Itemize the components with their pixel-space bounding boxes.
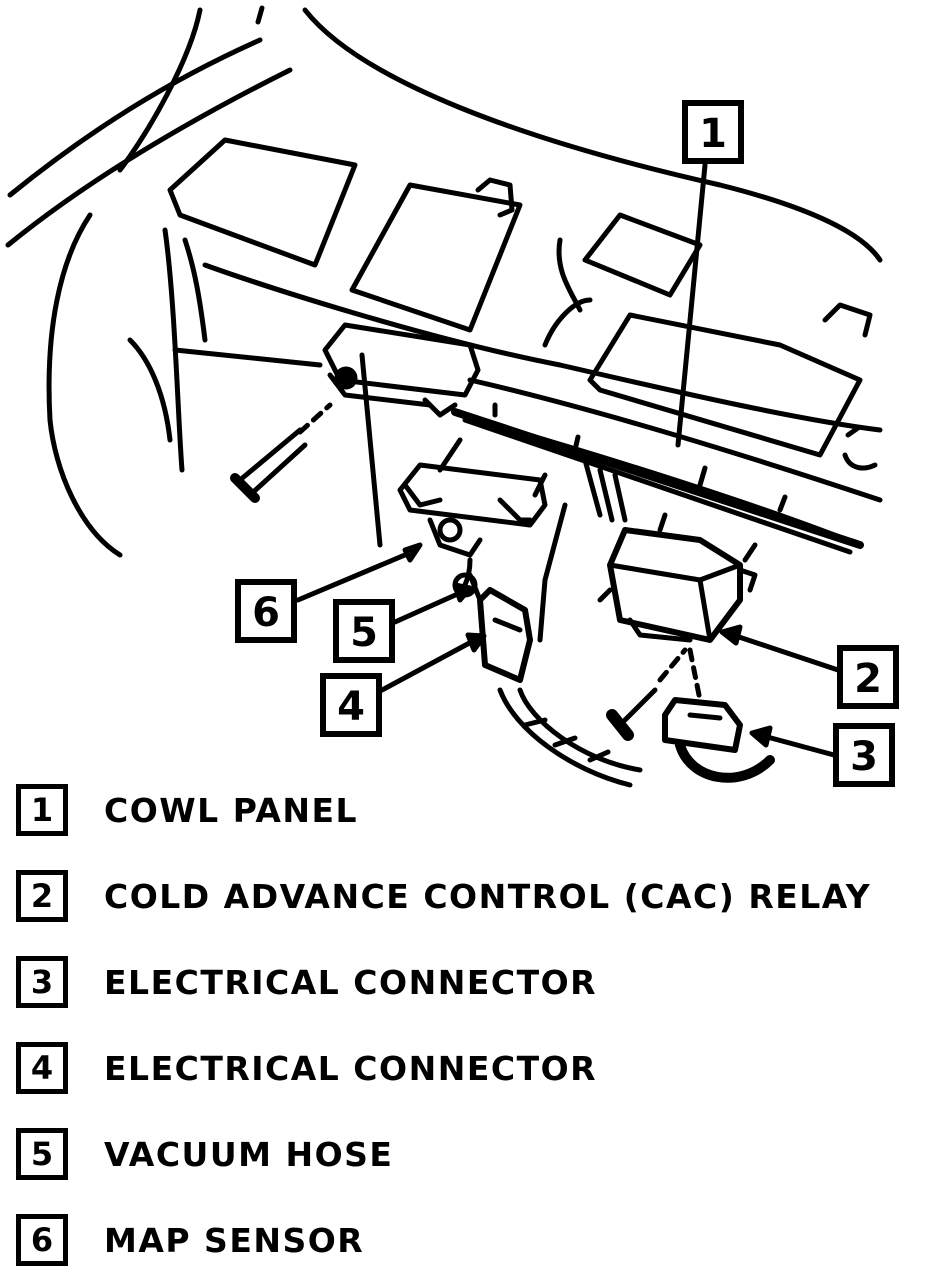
svg-text:1: 1 [699,111,727,157]
diagram-drawing: 1 6 5 4 2 3 [5,5,899,788]
legend-item: 3 ELECTRICAL CONNECTOR [16,950,597,1014]
callout-3: 3 [833,723,895,787]
wiring-harness [451,402,864,643]
map-sensor-bracket [322,322,481,548]
legend-label: ELECTRICAL CONNECTOR [104,1048,598,1088]
parts-legend: 1 COWL PANEL 2 COLD ADVANCE CONTROL (CAC… [0,770,928,1272]
legend-number: 4 [16,1042,68,1094]
svg-text:4: 4 [337,684,365,730]
legend-label: COWL PANEL [104,790,359,830]
relay-electrical-connector [662,647,775,783]
map-sensor [397,437,548,558]
legend-number: 3 [16,956,68,1008]
callout-4: 4 [320,673,382,737]
callout-leaders [295,162,841,758]
cac-relay [597,527,758,643]
legend-number: 2 [16,870,68,922]
legend-number: 6 [16,1214,68,1266]
cowl-panel-outline [5,5,883,558]
legend-label: MAP SENSOR [104,1220,365,1260]
mounting-bolt-left [230,402,333,503]
relay-bolt [606,647,688,741]
harness-electrical-connector [467,572,643,788]
legend-item: 4 ELECTRICAL CONNECTOR [16,1036,597,1100]
legend-label: ELECTRICAL CONNECTOR [104,962,598,1002]
legend-number: 5 [16,1128,68,1180]
callout-1: 1 [682,100,744,164]
svg-text:2: 2 [854,656,882,702]
legend-item: 2 COLD ADVANCE CONTROL (CAC) RELAY [16,864,871,928]
legend-item: 5 VACUUM HOSE [16,1122,393,1186]
component-location-diagram: 1 6 5 4 2 3 [5,5,899,788]
legend-item: 1 COWL PANEL [16,778,358,842]
svg-text:5: 5 [350,610,378,656]
callout-6: 6 [235,579,297,643]
svg-text:6: 6 [252,590,280,636]
callout-5: 5 [333,599,395,663]
legend-item: 6 MAP SENSOR [16,1208,364,1272]
legend-number: 1 [16,784,68,836]
legend-label: COLD ADVANCE CONTROL (CAC) RELAY [104,876,872,916]
svg-text:3: 3 [850,734,878,780]
legend-label: VACUUM HOSE [104,1134,394,1174]
callout-2: 2 [837,645,899,709]
